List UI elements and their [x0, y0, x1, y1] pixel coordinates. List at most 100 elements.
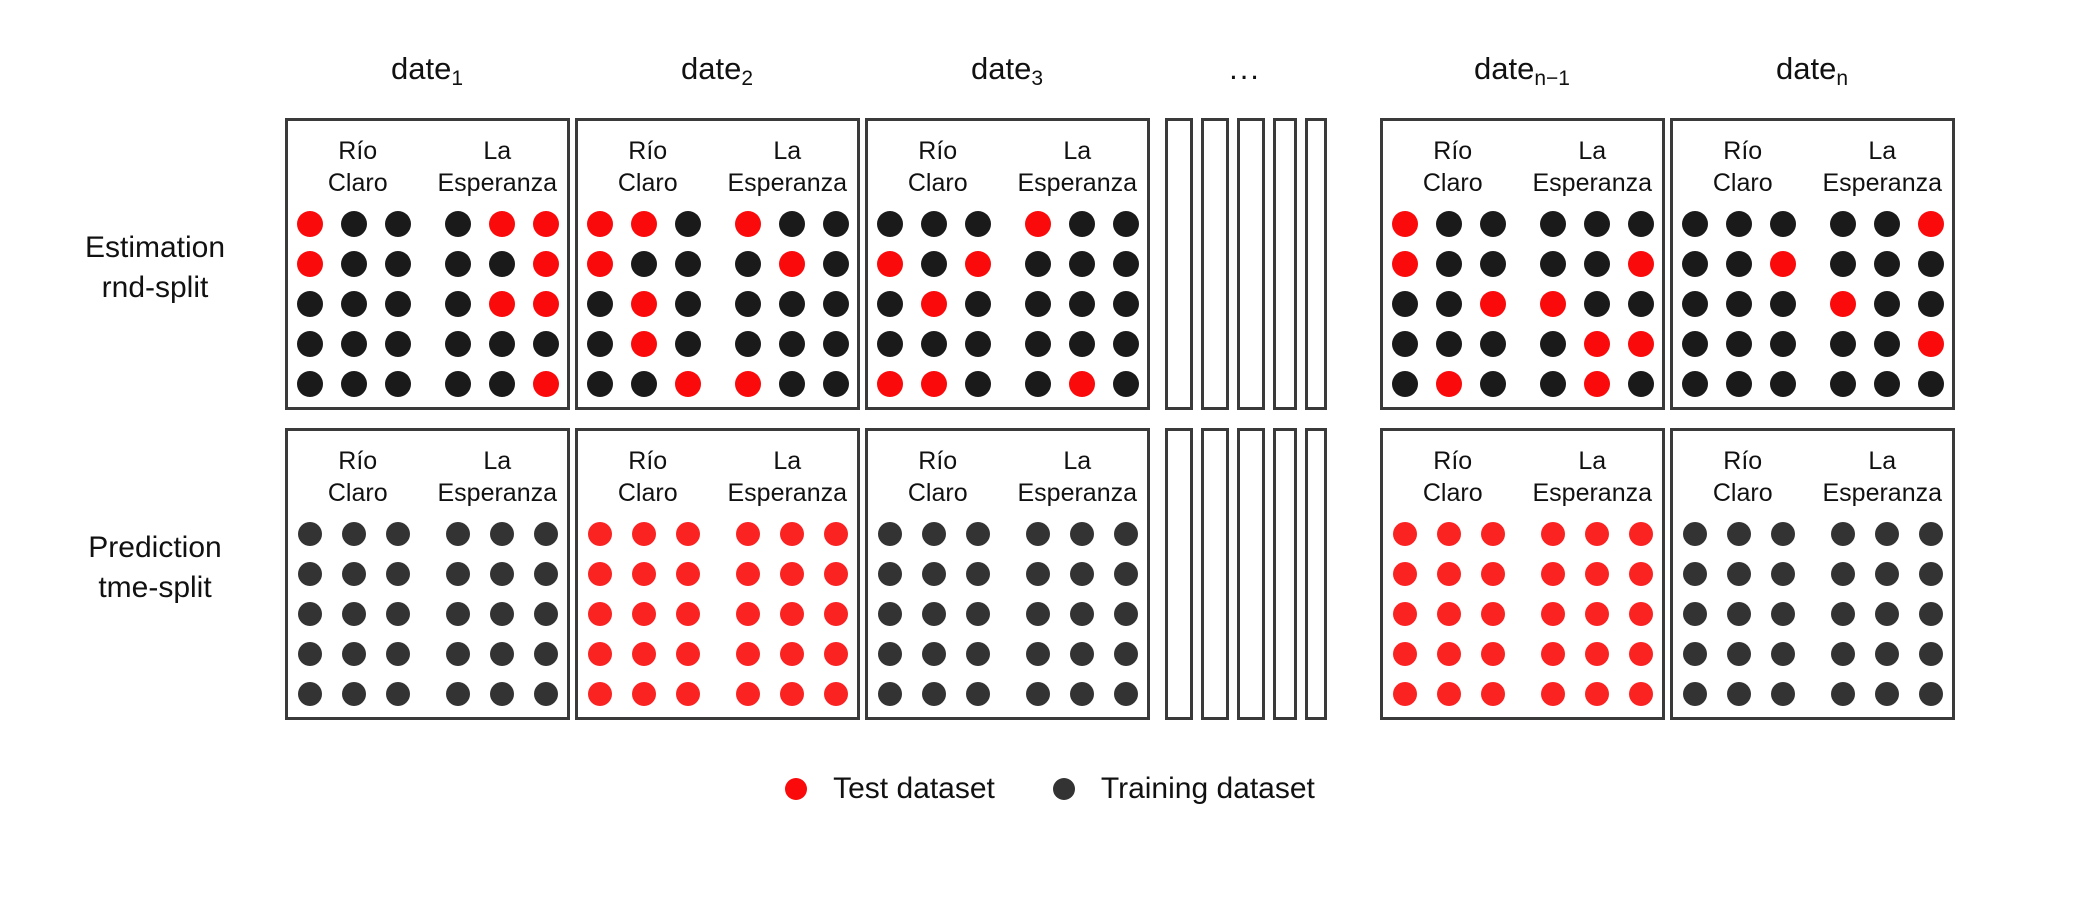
training-dot-icon [1024, 251, 1051, 277]
site-header-line2: Claro [1422, 479, 1483, 507]
training-dot-icon [964, 291, 991, 317]
dot-cell [731, 517, 765, 551]
date-header-date-3: date3 [897, 48, 1117, 94]
dot-cell [529, 367, 563, 401]
test-dot-icon [735, 602, 760, 626]
dot-cell [1678, 637, 1712, 671]
training-dot-icon [1068, 251, 1095, 277]
dot-cell [1826, 517, 1860, 551]
training-dot-icon [297, 682, 322, 706]
dot-cell [1766, 287, 1800, 321]
dot-cell [1580, 327, 1614, 361]
training-dot-icon [734, 331, 761, 357]
test-dot-icon [587, 642, 612, 666]
test-dot-icon [1540, 682, 1565, 706]
training-dot-icon [533, 522, 558, 546]
dot-cell [1388, 287, 1422, 321]
training-dot-icon [1769, 291, 1796, 317]
training-dot-icon [1435, 291, 1462, 317]
training-dot-icon [1726, 642, 1751, 666]
dot-cell [1109, 517, 1143, 551]
dot-cell [1065, 367, 1099, 401]
training-dot-icon [1479, 331, 1506, 357]
training-dot-icon [1682, 522, 1707, 546]
training-dot-icon [965, 682, 990, 706]
legend-item-test: Test dataset [785, 770, 995, 808]
test-dot-icon [1391, 211, 1418, 237]
test-dot-icon [1392, 562, 1417, 586]
dot-cell [731, 597, 765, 631]
dot-subgrid-site-0 [1388, 207, 1510, 401]
training-dot-icon [1874, 682, 1899, 706]
dot-cell [1826, 677, 1860, 711]
dot-cell [293, 207, 327, 241]
dot-cell [293, 247, 327, 281]
training-dot-icon [921, 602, 946, 626]
training-dot-icon [444, 291, 471, 317]
dot-cell [1766, 327, 1800, 361]
test-dot-icon [631, 522, 656, 546]
panel-gap-bar-4 [1273, 118, 1297, 410]
dot-cell [1826, 247, 1860, 281]
dot-cell [1432, 207, 1466, 241]
training-dot-icon [385, 682, 410, 706]
training-dot-icon [1583, 291, 1610, 317]
panel-gap-bar-3 [1237, 428, 1265, 720]
test-dot-icon [1480, 602, 1505, 626]
dot-cell [1536, 327, 1570, 361]
dot-cell [671, 597, 705, 631]
training-dot-icon [877, 562, 902, 586]
dot-cell [961, 207, 995, 241]
site-header-line2: Esperanza [1822, 169, 1943, 197]
test-dot-icon [778, 251, 805, 277]
dot-cell [1021, 327, 1055, 361]
training-dot-icon [1769, 211, 1796, 237]
training-dot-icon [533, 682, 558, 706]
training-dot-icon [1874, 602, 1899, 626]
dot-cell [441, 207, 475, 241]
dot-cell [731, 677, 765, 711]
training-dot-icon [734, 251, 761, 277]
dot-cell [627, 637, 661, 671]
dot-cell [819, 207, 853, 241]
test-dot-icon [1829, 291, 1856, 317]
dot-cell [671, 677, 705, 711]
dot-cell [1109, 597, 1143, 631]
training-dot-icon [1024, 291, 1051, 317]
training-dot-icon [778, 371, 805, 397]
training-dot-icon [1725, 251, 1752, 277]
dot-cell [1065, 677, 1099, 711]
training-dot-icon [385, 562, 410, 586]
training-dot-icon [1918, 602, 1943, 626]
dot-cell [1476, 557, 1510, 591]
training-dot-icon [297, 642, 322, 666]
dot-cell [1722, 677, 1756, 711]
dot-subgrid-site-1 [1021, 517, 1143, 711]
panel-gap-bar-5 [1305, 118, 1327, 410]
dot-cell [1021, 287, 1055, 321]
dot-cell [1536, 517, 1570, 551]
test-dot-icon [675, 602, 700, 626]
training-dot-icon [1539, 331, 1566, 357]
dot-cell [1065, 597, 1099, 631]
dot-cell [1021, 637, 1055, 671]
dot-cell [873, 637, 907, 671]
dot-cell [627, 287, 661, 321]
dot-cell [1624, 517, 1658, 551]
dot-cell [917, 517, 951, 551]
site-header-line1: Río [1433, 137, 1473, 165]
training-dot-icon [488, 371, 515, 397]
dot-cell [1065, 207, 1099, 241]
test-dot-icon [1628, 602, 1653, 626]
dot-cell [671, 327, 705, 361]
site-header-line1: La [1578, 137, 1607, 165]
dot-cell [627, 207, 661, 241]
